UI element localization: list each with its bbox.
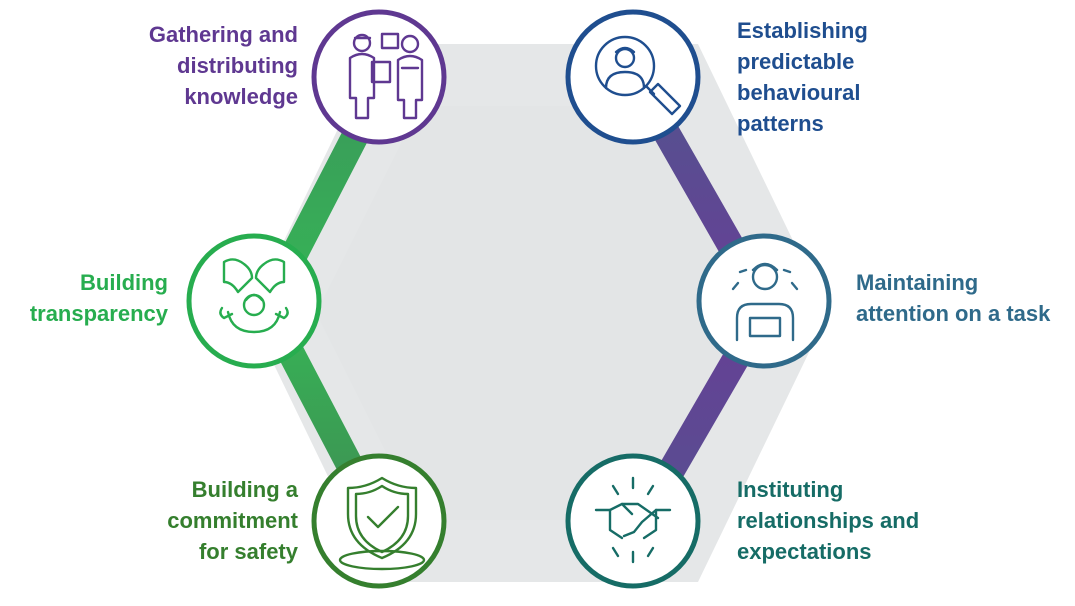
label-safety-line-1: Building a xyxy=(191,477,298,502)
person-with-tablet-icon xyxy=(731,262,799,342)
label-transparency-line-2: transparency xyxy=(29,301,168,326)
label-attention-line-1: Maintaining xyxy=(856,270,979,295)
label-patterns-line-1: Establishing xyxy=(737,18,868,43)
shield-checkmark-icon xyxy=(338,476,426,571)
label-attention: Maintaining attention on a task xyxy=(856,267,1050,329)
person-under-magnifier-icon xyxy=(594,35,682,116)
label-patterns-line-4: patterns xyxy=(737,111,824,136)
node-knowledge xyxy=(311,9,447,145)
label-safety-line-2: commitment xyxy=(167,508,298,533)
label-safety: Building a commitment for safety xyxy=(167,474,298,567)
label-transparency-line-1: Building xyxy=(80,270,168,295)
label-knowledge-line-3: knowledge xyxy=(184,84,298,109)
label-attention-line-2: attention on a task xyxy=(856,301,1051,326)
people-exchanging-documents-icon xyxy=(348,32,424,120)
label-knowledge-line-2: distributing xyxy=(177,53,298,78)
label-transparency: Building transparency xyxy=(30,267,168,329)
label-relationships: Instituting relationships and expectatio… xyxy=(737,474,919,567)
hands-with-flags-icon xyxy=(219,258,289,334)
label-knowledge-line-1: Gathering and xyxy=(148,22,298,47)
label-relationships-line-3: expectations xyxy=(737,539,872,564)
handshake-icon xyxy=(594,476,672,564)
label-safety-line-3: for safety xyxy=(198,539,298,564)
label-patterns-line-2: predictable xyxy=(737,49,855,74)
label-relationships-line-1: Instituting xyxy=(737,477,844,502)
node-safety xyxy=(311,453,447,589)
label-patterns-line-3: behavioural xyxy=(737,80,861,105)
node-attention xyxy=(696,233,832,369)
node-patterns xyxy=(565,9,701,145)
node-transparency xyxy=(186,233,322,369)
label-patterns: Establishing predictable behavioural pat… xyxy=(737,15,868,139)
label-relationships-line-2: relationships and xyxy=(737,508,920,533)
hexagon-inner xyxy=(316,106,760,520)
label-knowledge: Gathering and distributing knowledge xyxy=(149,19,298,112)
node-relationships xyxy=(565,453,701,589)
